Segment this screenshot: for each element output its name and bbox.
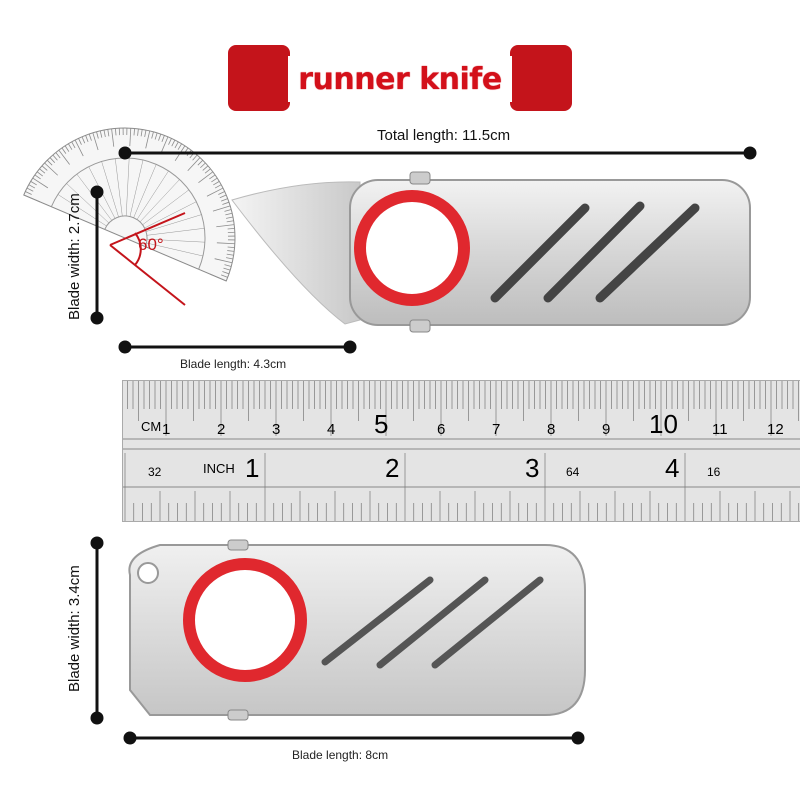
finger-ring	[354, 190, 470, 306]
cm-number: 3	[272, 421, 281, 438]
angle-label: 60°	[138, 235, 164, 254]
inch-mark-16: 16	[707, 465, 721, 479]
inch-number: 4	[665, 453, 680, 483]
cm-number: 7	[492, 421, 501, 438]
protractor	[23, 127, 236, 282]
cm-label: CM	[141, 419, 162, 434]
inch-number: 2	[385, 453, 400, 483]
product-title: runner knife	[298, 61, 502, 97]
cm-number: 5	[374, 409, 389, 439]
title-box: runner knife	[288, 56, 512, 102]
lanyard-hole	[137, 562, 159, 584]
cm-number: 1	[162, 421, 171, 438]
bottom-knife-illustration	[128, 539, 586, 721]
inch-number: 3	[525, 453, 540, 483]
slots	[490, 201, 700, 303]
blade-length-label-bottom: Blade length: 8cm	[292, 748, 389, 762]
inch-label: INCH	[203, 461, 235, 476]
title-banner-right	[510, 45, 572, 111]
blade-width-label-bottom: Blade width: 3.4cm	[66, 565, 83, 692]
cm-number: 2	[217, 421, 226, 438]
cm-number: 4	[327, 421, 336, 438]
cm-number: 8	[547, 421, 556, 438]
angle-marker	[109, 212, 186, 306]
cm-number: 6	[437, 421, 446, 438]
finger-ring-bottom	[183, 558, 307, 682]
cm-number: 10	[649, 409, 678, 439]
cm-number: 12	[767, 421, 784, 438]
inch-number: 1	[245, 453, 260, 483]
title-banner-left	[228, 45, 290, 111]
inch-mark-32: 32	[148, 465, 162, 479]
inch-mark-64: 64	[566, 465, 580, 479]
top-knife-illustration: 60°	[23, 127, 751, 333]
cm-number: 9	[602, 421, 611, 438]
total-length-label: Total length: 11.5cm	[377, 127, 511, 144]
blade	[231, 181, 361, 325]
blade-length-label-top: Blade length: 4.3cm	[180, 357, 287, 371]
cm-number: 11	[712, 421, 728, 438]
blade-width-label-top: Blade width: 2.7cm	[66, 193, 83, 320]
